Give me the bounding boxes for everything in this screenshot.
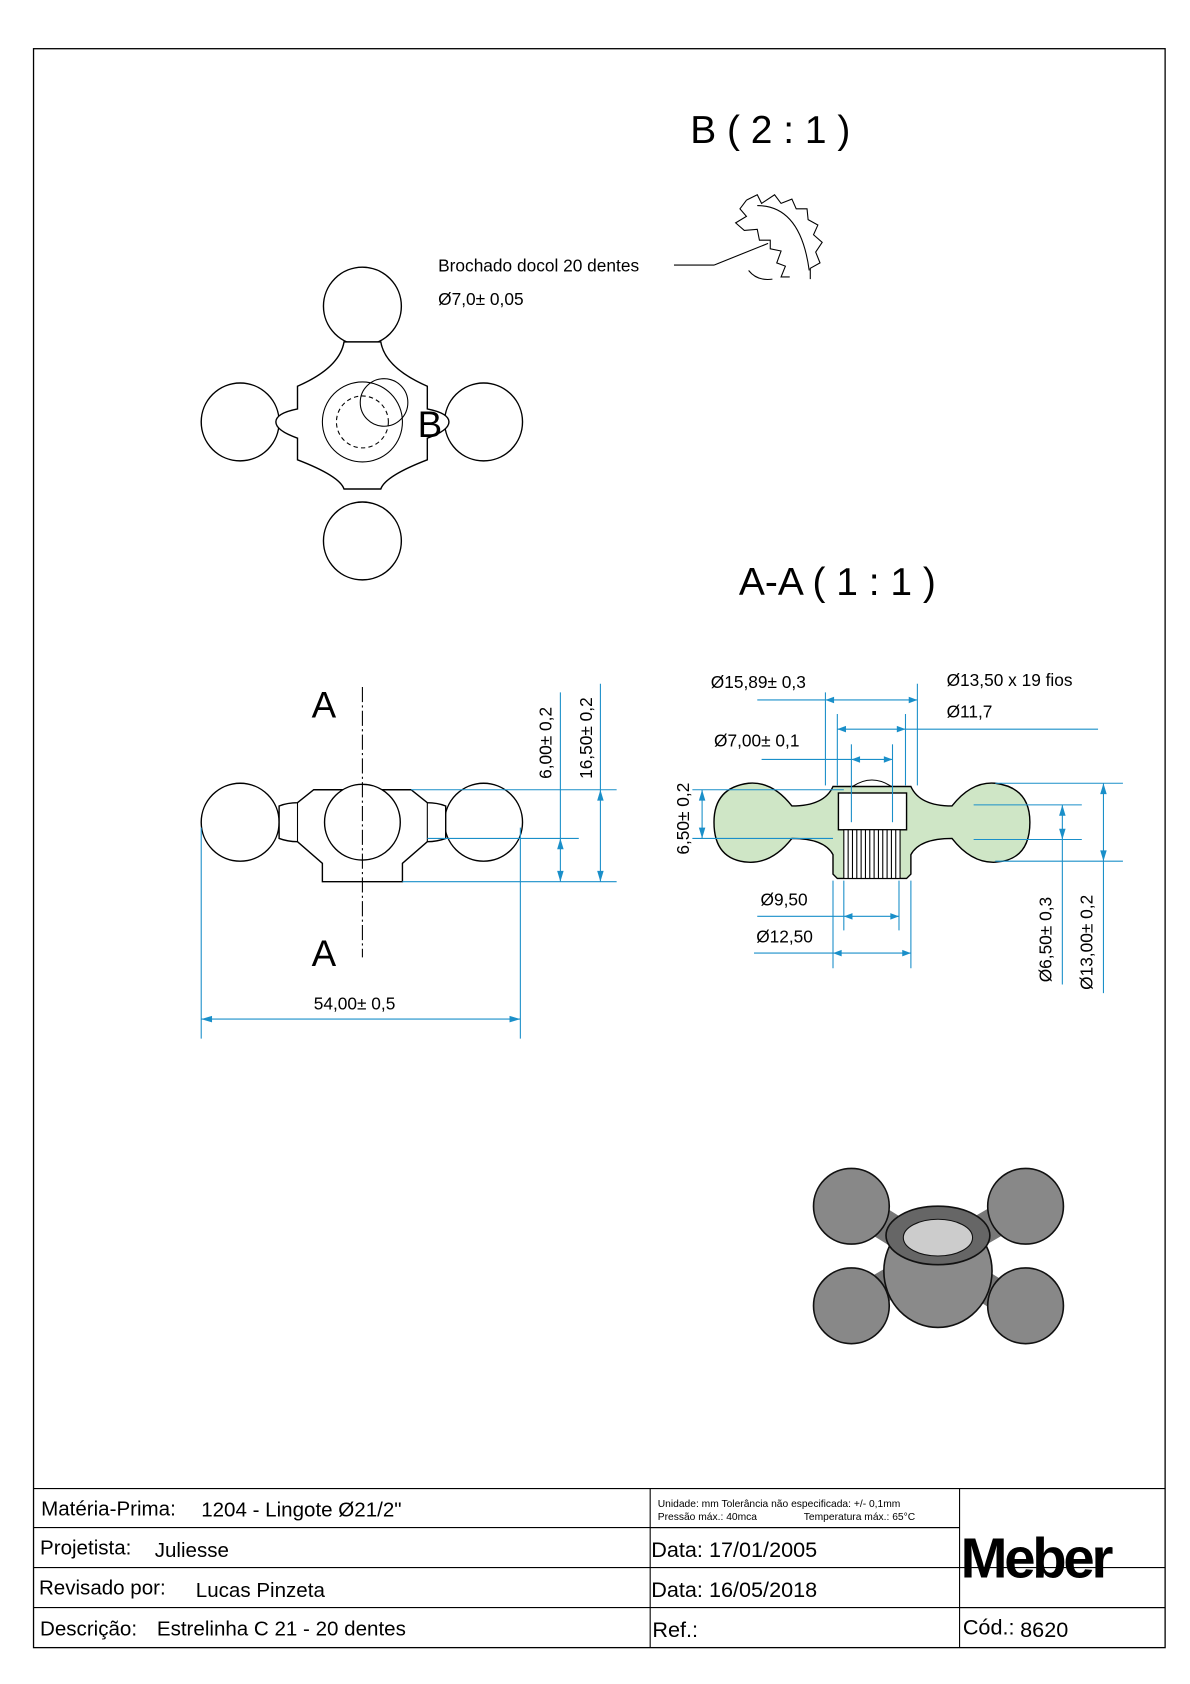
section-label-top: A bbox=[312, 684, 337, 725]
dim-d7-00: Ø7,00± 0,1 bbox=[714, 730, 799, 750]
descricao-label: Descrição: bbox=[40, 1618, 137, 1641]
dim-h6-50: 6,50± 0,2 bbox=[673, 783, 693, 855]
cod-value: 8620 bbox=[1020, 1617, 1068, 1642]
projetista-value: Juliesse bbox=[155, 1539, 229, 1562]
dim-d15-89: Ø15,89± 0,3 bbox=[711, 672, 806, 692]
materia-value: 1204 - Lingote Ø21/2" bbox=[201, 1499, 401, 1522]
revisado-value: Lucas Pinzeta bbox=[196, 1579, 326, 1602]
meber-logo: Meber bbox=[961, 1526, 1114, 1589]
dim-d6-50: Ø6,50± 0,3 bbox=[1036, 897, 1056, 982]
spline-diameter-note: Ø7,0± 0,05 bbox=[438, 289, 523, 309]
dim-d11-7: Ø11,7 bbox=[947, 701, 993, 721]
materia-label: Matéria-Prima: bbox=[41, 1498, 176, 1521]
cod-label: Cód.: bbox=[963, 1615, 1015, 1640]
front-view-dimensions: 54,00± 0,5 6,00± 0,2 16,50± 0,2 bbox=[200, 683, 617, 1039]
front-view: A A bbox=[200, 684, 524, 974]
revisado-label: Revisado por: bbox=[39, 1577, 166, 1600]
section-label-bottom: A bbox=[312, 933, 337, 974]
dim-d13-50: Ø13,50 x 19 fios bbox=[947, 670, 1073, 690]
dim-height-16: 16,50± 0,2 bbox=[576, 697, 596, 779]
dim-width: 54,00± 0,5 bbox=[314, 993, 396, 1013]
section-view-title: A-A ( 1 : 1 ) bbox=[739, 561, 936, 604]
section-view bbox=[713, 779, 1031, 880]
detail-label-b: B bbox=[418, 404, 443, 445]
detail-view-title: B ( 2 : 1 ) bbox=[690, 109, 850, 152]
detail-b-view bbox=[734, 194, 823, 281]
dim-height-6: 6,00± 0,2 bbox=[536, 707, 556, 779]
ref-label: Ref.: bbox=[652, 1617, 698, 1642]
dim-d13-00: Ø13,00± 0,2 bbox=[1077, 895, 1097, 990]
product-3d-render bbox=[812, 1167, 1065, 1345]
dim-d12-50: Ø12,50 bbox=[756, 926, 813, 946]
unit-note-1: Unidade: mm Tolerância não especificada:… bbox=[658, 1499, 901, 1510]
dim-d9-50: Ø9,50 bbox=[761, 890, 808, 910]
top-view: B bbox=[200, 266, 524, 581]
projetista-label: Projetista: bbox=[40, 1537, 131, 1560]
title-block: Matéria-Prima: 1204 - Lingote Ø21/2" Pro… bbox=[33, 1488, 1166, 1648]
spline-note: Brochado docol 20 dentes bbox=[438, 256, 639, 276]
section-view-dimensions: Ø15,89± 0,3 Ø13,50 x 19 fios Ø11,7 Ø7,00… bbox=[673, 670, 1123, 994]
sheet-frame bbox=[32, 48, 1166, 1649]
unit-note-2b: Temperatura máx.: 65°C bbox=[804, 1512, 916, 1523]
unit-note-2a: Pressão máx.: 40mca bbox=[658, 1512, 758, 1523]
revision-date: Data: 16/05/2018 bbox=[651, 1577, 817, 1602]
descricao-value: Estrelinha C 21 - 20 dentes bbox=[157, 1618, 406, 1641]
creation-date: Data: 17/01/2005 bbox=[651, 1537, 817, 1562]
